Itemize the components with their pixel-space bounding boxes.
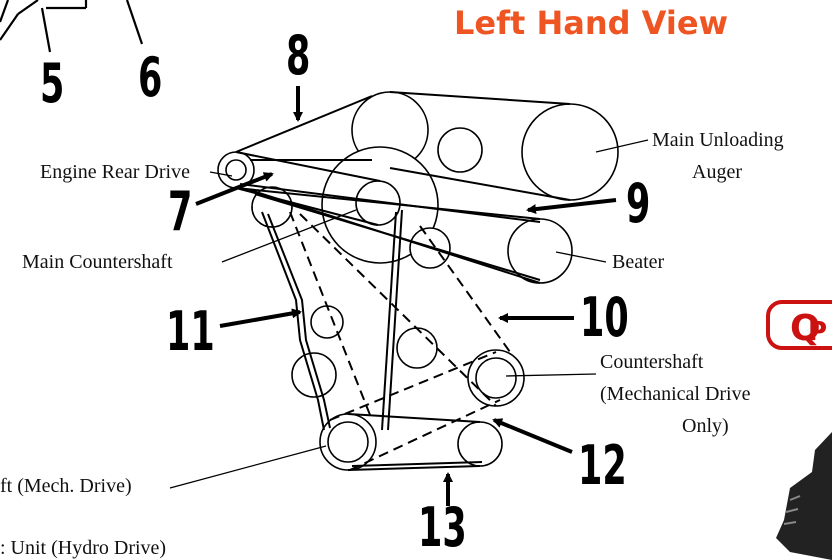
pulley-idler-c <box>396 327 438 369</box>
label-main-unloading-1: Main Unloading <box>652 129 784 151</box>
label-main-unloading-2: Auger <box>692 161 742 183</box>
partial-leader-lines <box>0 0 144 53</box>
pulley-bottom-right <box>457 421 503 467</box>
callout-12: 12 <box>578 434 627 497</box>
logo-p: P <box>808 317 827 347</box>
dashed-belts <box>289 211 511 471</box>
label-countershaft-2: (Mechanical Drive <box>600 383 751 405</box>
pulley-main-unloading-auger <box>521 103 619 201</box>
logo-q: Q <box>790 308 821 349</box>
label-engine-rear-drive: Engine Rear Drive <box>40 161 190 183</box>
callout-6: 6 <box>138 46 163 109</box>
pulley-upper-small <box>437 127 483 173</box>
label-beater: Beater <box>612 251 665 273</box>
brand-logo: Q P <box>766 300 832 350</box>
callout-5: 5 <box>40 52 65 115</box>
callout-10: 10 <box>580 286 629 349</box>
belt-product-image <box>776 432 832 560</box>
callout-11: 11 <box>166 300 215 363</box>
callout-9: 9 <box>626 172 651 235</box>
view-title: Left Hand View <box>454 4 729 42</box>
pulleys <box>217 91 619 471</box>
callout-7: 7 <box>168 180 193 243</box>
leader-lines <box>169 139 649 489</box>
label-countershaft-3: Only) <box>682 415 729 437</box>
pulley-bottom-left-inner <box>327 421 369 463</box>
label-main-countershaft: Main Countershaft <box>22 251 173 273</box>
pulley-countershaft-inner <box>475 357 517 399</box>
pulley-engine-inner <box>225 159 247 181</box>
label-countershaft-1: Countershaft <box>600 351 704 373</box>
label-hydro-drive: : Unit (Hydro Drive) <box>0 537 167 559</box>
label-mech-drive: ft (Mech. Drive) <box>0 475 132 497</box>
callout-13: 13 <box>418 496 467 559</box>
pulley-idler-d <box>291 352 337 398</box>
callout-8: 8 <box>286 24 311 87</box>
callout-arrows <box>195 86 617 506</box>
